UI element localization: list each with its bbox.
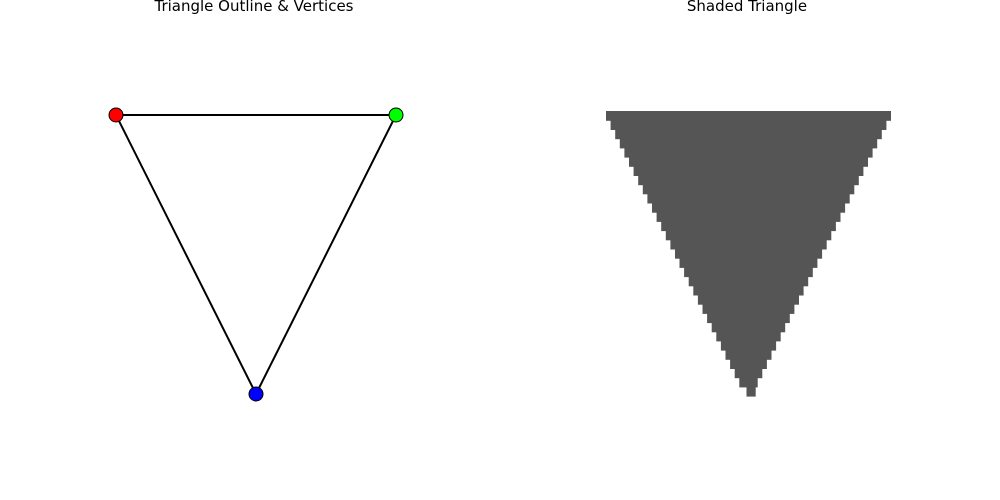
shaded-row [652, 202, 846, 213]
shaded-row [725, 350, 772, 360]
edge-left [115, 114, 257, 395]
shaded-row [606, 111, 891, 121]
left-panel-title: Triangle Outline & Vertices [154, 0, 354, 15]
shaded-row [688, 276, 809, 287]
shaded-row [638, 175, 859, 186]
right-panel-title: Shaded Triangle [686, 0, 808, 15]
shaded-row [734, 368, 763, 379]
triangle-outline-panel [108, 107, 404, 402]
shaded-row [665, 230, 832, 241]
shaded-row [647, 193, 850, 204]
shaded-row [624, 147, 873, 158]
shaded-row [711, 322, 786, 333]
shaded-row [629, 157, 868, 167]
shaded-triangle-panel [606, 111, 891, 397]
vertex-red [108, 107, 124, 123]
shaded-row [656, 212, 841, 222]
shaded-row [707, 313, 790, 324]
edge-right [255, 114, 397, 395]
shaded-row [746, 386, 756, 397]
shaded-row [730, 359, 767, 369]
shaded-row [697, 294, 799, 305]
shaded-row [610, 120, 887, 130]
shaded-row [720, 340, 777, 351]
shaded-row [633, 166, 864, 176]
shaded-row [693, 285, 804, 296]
shaded-row [739, 377, 758, 388]
shaded-row [661, 221, 836, 232]
shaded-row [642, 184, 855, 195]
shaded-row [684, 267, 813, 278]
shaded-row [716, 331, 781, 342]
shaded-row [619, 138, 878, 149]
shaded-row [702, 304, 795, 314]
shaded-row [615, 129, 882, 140]
vertex-green [388, 107, 404, 123]
shaded-row [679, 258, 818, 268]
shaded-row [675, 248, 823, 259]
shaded-row [670, 239, 827, 250]
vertex-blue [248, 386, 264, 402]
